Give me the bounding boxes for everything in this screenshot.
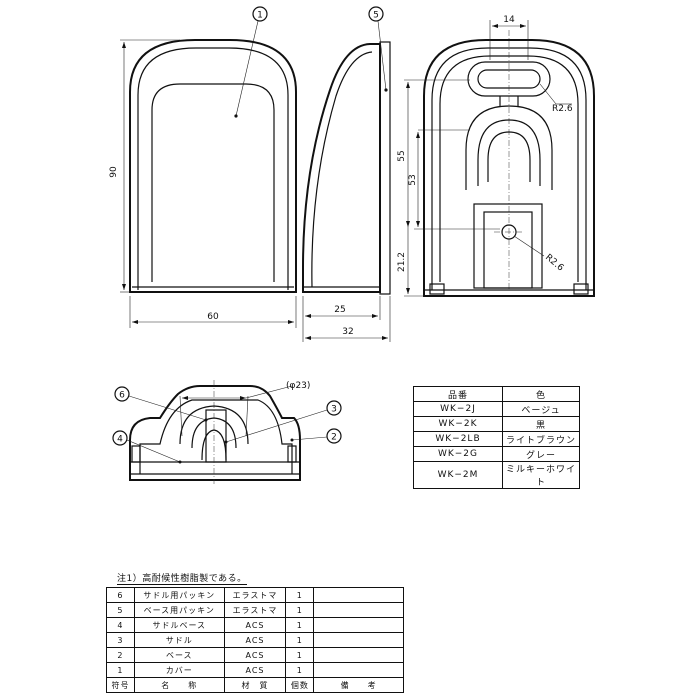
part-material: ACS (223, 632, 287, 648)
part-number: WK−2LB (413, 431, 503, 447)
part-material: ACS (223, 647, 287, 663)
dim-radius-bottom: R2.6 (543, 253, 565, 274)
note-content: 注1）高耐候性樹脂製である。 (117, 574, 247, 585)
part-code: 6 (106, 587, 135, 603)
part-number: WK−2K (413, 416, 503, 432)
dim-height-front: 90 (109, 166, 119, 178)
part-remarks (313, 587, 404, 603)
part-number: WK−2J (413, 401, 503, 417)
part-code: 2 (106, 647, 135, 663)
part-number: WK−2G (413, 446, 503, 462)
part-code: 5 (106, 602, 135, 618)
part-name: サドル用パッキン (133, 587, 225, 603)
part-remarks (313, 617, 404, 633)
color-header-color: 色 (502, 386, 580, 402)
section-view: (φ23) 6 3 4 2 (112, 380, 342, 484)
color-name: ミルキーホワイト (502, 461, 580, 489)
part-material: ACS (223, 662, 287, 678)
dim-vertical-55: 55 (397, 150, 407, 161)
part-qty: 1 (285, 632, 315, 648)
part-qty: 1 (285, 602, 315, 618)
front-view: 90 60 1 (109, 6, 297, 328)
color-name: グレー (502, 446, 580, 462)
note-text: 注1）高耐候性樹脂製である。 (117, 571, 247, 585)
header-name: 名 称 (133, 677, 225, 693)
side-view: 25 32 5 (302, 6, 391, 342)
color-name: 黒 (502, 416, 580, 432)
header-remarks: 備 考 (313, 677, 404, 693)
part-remarks (313, 662, 404, 678)
dim-slot-14: 14 (503, 15, 515, 25)
part-remarks (313, 632, 404, 648)
dim-radius-top: R2.6 (552, 104, 573, 114)
color-name: ベージュ (502, 401, 580, 417)
callout-5: 5 (373, 11, 379, 21)
part-name: カバー (133, 662, 225, 678)
part-qty: 1 (285, 617, 315, 633)
color-name: ライトブラウン (502, 431, 580, 447)
part-name: サドルベース (133, 617, 225, 633)
part-name: ベース用パッキン (133, 602, 225, 618)
part-material: エラストマ (223, 602, 287, 618)
callout-3: 3 (331, 405, 337, 415)
dim-depth-25: 25 (334, 305, 345, 315)
part-material: ACS (223, 617, 287, 633)
dim-vertical-21-2: 21.2 (397, 252, 407, 272)
header-code: 符号 (106, 677, 135, 693)
part-remarks (313, 647, 404, 663)
part-code: 1 (106, 662, 135, 678)
part-qty: 1 (285, 647, 315, 663)
part-code: 4 (106, 617, 135, 633)
header-material: 材 質 (223, 677, 287, 693)
parts-table-header: 符号名 称材 質個数備 考 (106, 677, 404, 693)
part-qty: 1 (285, 587, 315, 603)
part-material: エラストマ (223, 587, 287, 603)
dim-vertical-53: 53 (408, 174, 418, 185)
rear-view: 14 R2.6 R2.6 55 53 21.2 (397, 15, 595, 297)
part-name: サドル (133, 632, 225, 648)
color-table-header: 品番 色 (413, 386, 580, 402)
part-qty: 1 (285, 662, 315, 678)
part-name: ベース (133, 647, 225, 663)
callout-4: 4 (117, 435, 123, 445)
dim-width-front: 60 (207, 312, 219, 322)
color-header-part: 品番 (413, 386, 503, 402)
dim-depth-32: 32 (342, 327, 353, 337)
header-qty: 個数 (285, 677, 315, 693)
dim-diameter: (φ23) (286, 381, 310, 391)
callout-2: 2 (331, 433, 337, 443)
callout-6: 6 (119, 391, 125, 401)
part-number: WK−2M (413, 461, 503, 489)
part-remarks (313, 602, 404, 618)
callout-1: 1 (257, 11, 263, 21)
part-code: 3 (106, 632, 135, 648)
